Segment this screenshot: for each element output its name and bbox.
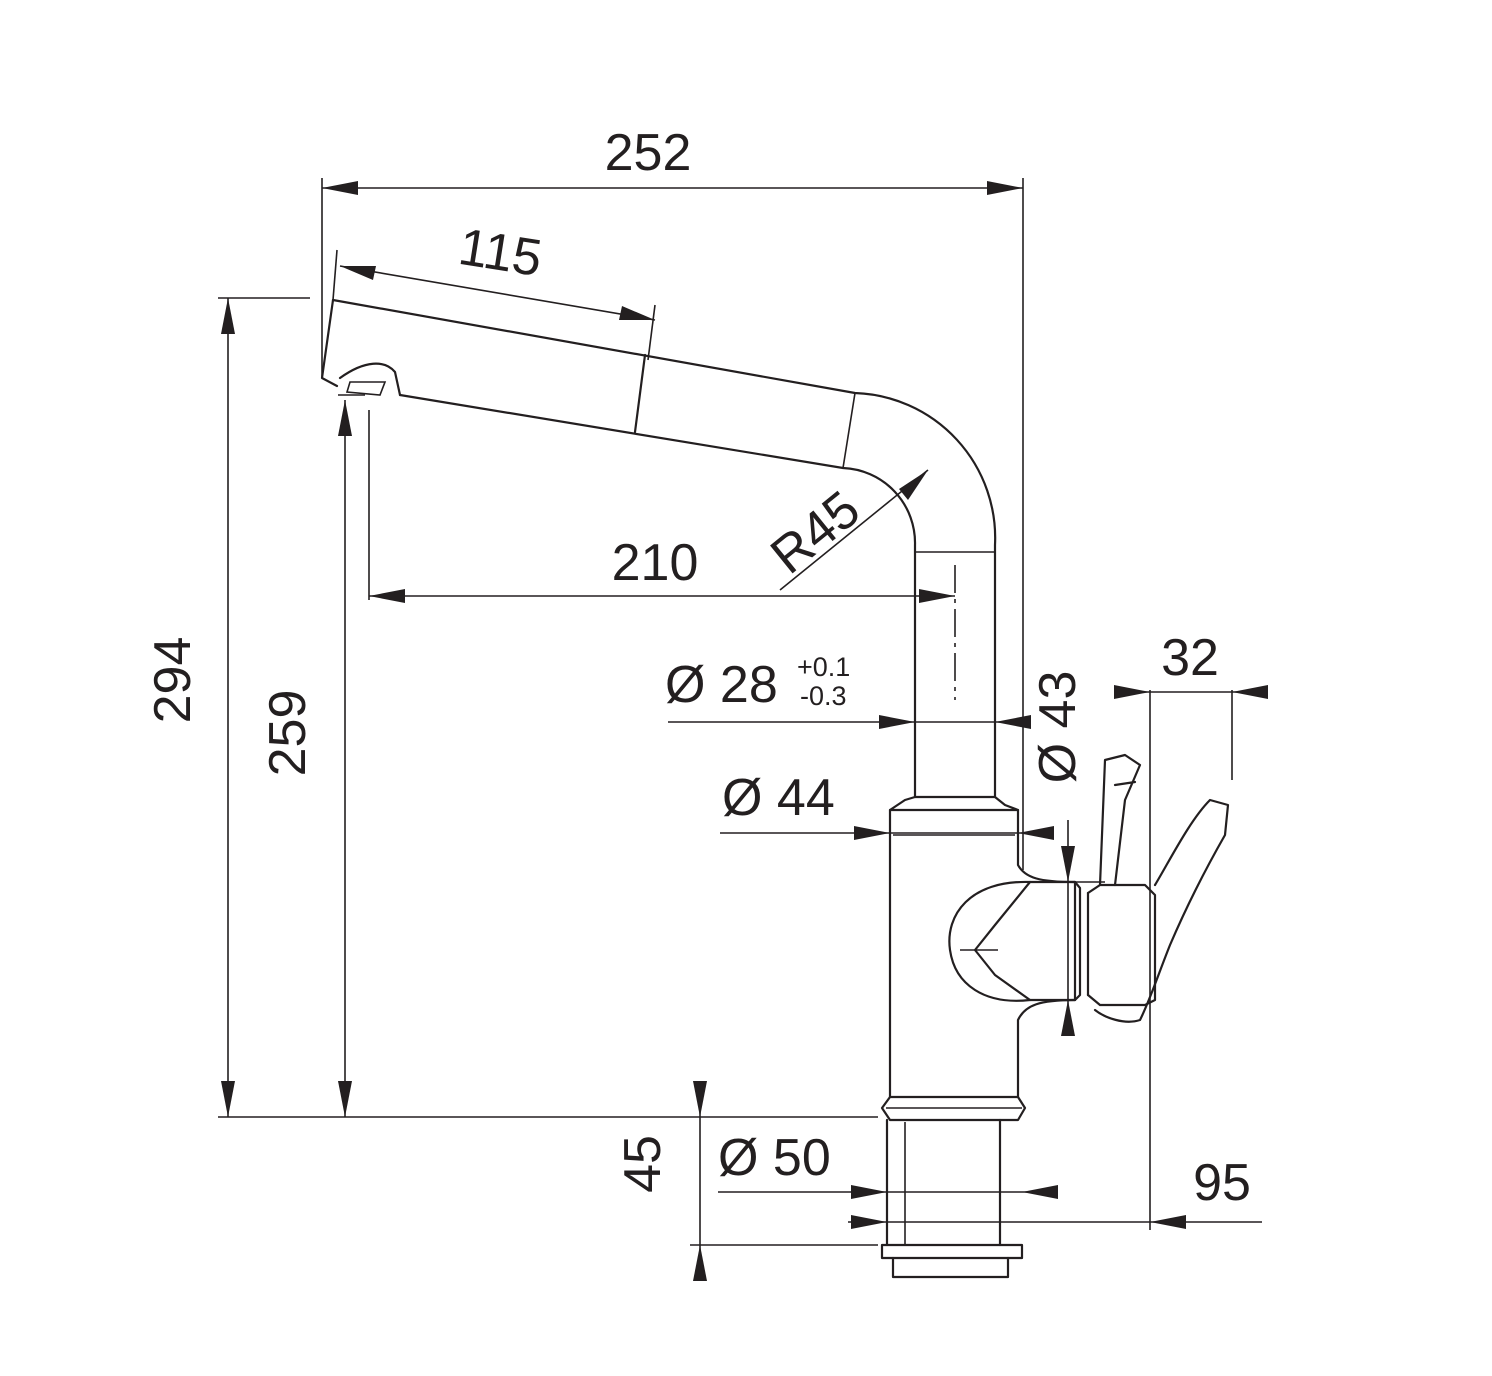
lever-flange <box>1073 880 1090 1002</box>
body <box>888 808 1077 1099</box>
pullout-joint <box>633 353 647 434</box>
body-collar <box>888 795 1020 812</box>
spout-top-edge <box>331 298 997 799</box>
lever-handle <box>1098 753 1142 887</box>
label-overall-length: 252 <box>605 124 692 182</box>
ext-115-left <box>332 249 338 301</box>
label-outlet-height: 259 <box>259 690 317 777</box>
lever-blade <box>1093 798 1230 1023</box>
shank <box>885 1118 1002 1247</box>
label-base-diameter: Ø 50 <box>718 1129 831 1187</box>
lever-hub-arc <box>948 880 1032 1002</box>
label-lever-reach: 95 <box>1193 1154 1251 1212</box>
label-tube-tol-upper: +0.1 <box>797 652 850 682</box>
base-ring <box>880 1095 1027 1122</box>
spout-bottom-edge <box>398 393 917 799</box>
label-tube-diameter: Ø 28 <box>665 656 778 714</box>
label-total-height: 294 <box>144 637 202 724</box>
lever-cartridge <box>1086 883 1157 1007</box>
label-body-diameter: Ø 44 <box>722 769 835 827</box>
spout-nozzle <box>320 298 402 397</box>
label-shank-height: 45 <box>614 1135 672 1193</box>
label-tube-tol-lower: -0.3 <box>800 681 847 711</box>
dimension-lines <box>221 181 1268 1281</box>
label-lever-hub-diameter: Ø 43 <box>1029 671 1087 784</box>
shank-nut <box>880 1243 1024 1260</box>
shank-end <box>891 1256 1010 1279</box>
label-spout-reach: 210 <box>612 534 699 592</box>
lever-hub <box>973 880 1077 1002</box>
spout-nozzle-tip <box>345 381 387 396</box>
bend-joint <box>842 392 856 469</box>
dimension-labels: 252 115 210 R45 294 259 Ø 28 +0.1 -0.3 Ø… <box>144 124 1251 1212</box>
label-bend-radius: R45 <box>760 480 871 585</box>
label-lever-width: 32 <box>1161 629 1219 687</box>
faucet-outline <box>320 298 1230 1279</box>
label-pullout-length: 115 <box>455 218 546 288</box>
dim-line-115 <box>339 265 656 321</box>
ext-115-right <box>647 304 656 361</box>
extension-lines <box>218 178 1233 1246</box>
